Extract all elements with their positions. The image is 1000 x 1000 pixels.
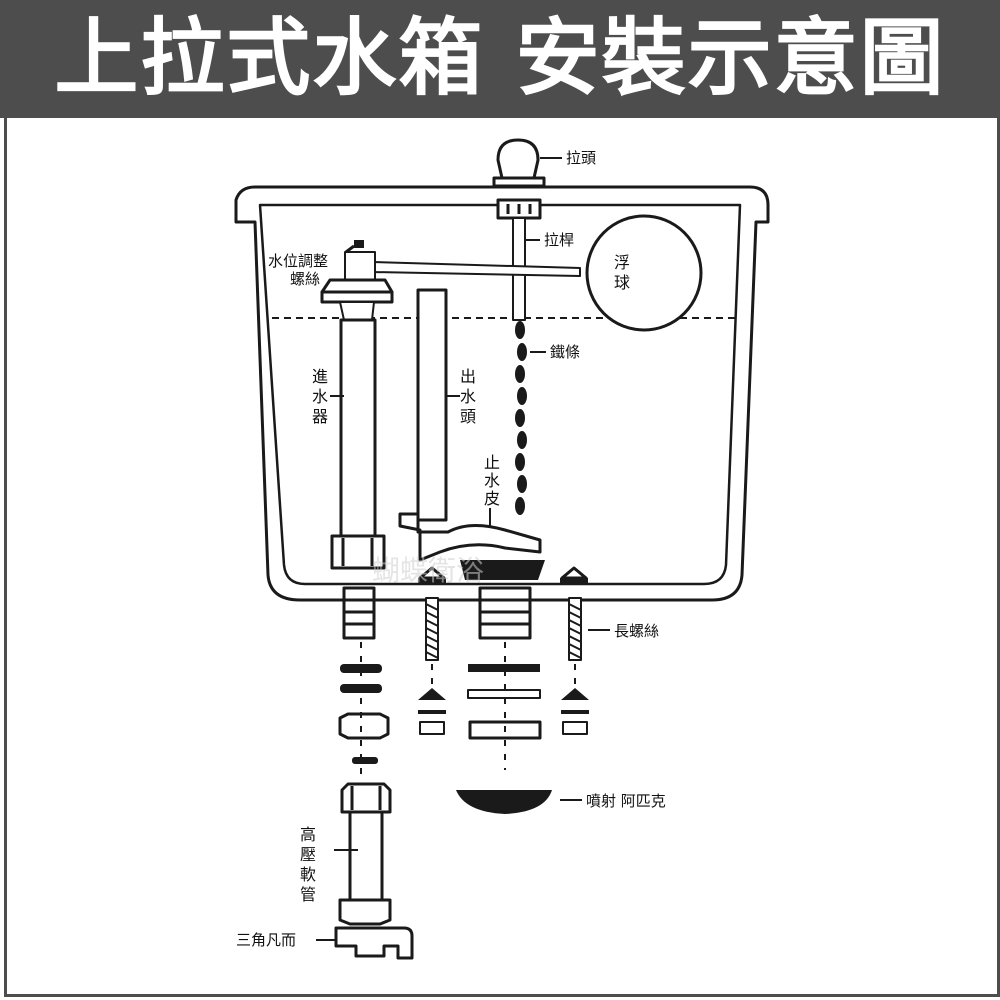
label-hose-1: 高 [300,825,316,844]
chain-links [515,321,527,515]
angle-valve [334,926,414,960]
label-pull-knob: 拉頭 [566,149,596,167]
label-jet-gasket: 噴射 阿匹克 [586,792,666,810]
overflow-tube [398,288,542,562]
leader-lines [316,157,610,941]
tank-outer-wall [234,185,770,602]
title-banner: 上拉式水箱 安裝示意圖 [0,0,1000,118]
long-bolt-left [425,597,439,661]
label-outlet-2: 水 [460,387,476,406]
flush-valve-nipple [478,586,532,640]
label-outlet-3: 頭 [460,407,476,426]
label-pull-rod: 拉桿 [544,231,574,249]
bolt-nut-right [562,721,588,735]
label-float-1: 浮 [614,253,630,272]
watermark: 蝴蝶衛浴 [372,554,484,587]
long-bolt-right [568,597,582,661]
label-long-screw: 長螺絲 [614,622,659,640]
label-float-2: 球 [614,273,630,292]
bolt-nut-left [419,721,445,735]
adjust-screw [344,240,376,281]
label-hose-3: 軟 [300,865,316,884]
label-flapper-1: 止 [484,453,500,472]
label-adjust-screw-1: 水位調整 [268,252,328,270]
label-inlet-1: 進 [312,367,328,386]
page-title: 上拉式水箱 安裝示意圖 [54,9,946,107]
bolt-cone-washer-left [418,688,446,700]
label-angle-valve: 三角凡而 [236,931,296,949]
bolt-head-right [560,566,588,580]
assembly-guides [360,642,576,780]
flush-valve-base [460,560,545,580]
inlet-valve [320,278,394,570]
float-ball [585,214,703,332]
jet-gasket [456,790,552,814]
label-flapper-3: 皮 [484,489,500,508]
inlet-nipple [342,586,376,640]
label-outlet-1: 出 [460,367,476,386]
supply-hose [338,782,392,926]
label-inlet-2: 水 [312,387,328,406]
flush-washer-light [467,689,541,699]
label-inlet-3: 器 [312,407,328,426]
inlet-washer-1 [340,664,382,673]
label-adjust-screw-2: 螺絲 [290,270,320,288]
tank-inner-wall [258,203,742,586]
label-hose-4: 管 [300,885,316,904]
inlet-lock-nut [338,712,390,740]
flush-washer-dark [468,664,540,672]
label-hose-2: 壓 [300,845,316,864]
label-chain: 鐵條 [550,343,580,361]
bolt-cone-washer-right [561,688,589,700]
float-arm [371,261,581,277]
inlet-small-washer [352,757,378,764]
pull-knob [492,138,546,220]
diagram-frame [4,118,1000,997]
label-flapper-2: 水 [484,471,500,490]
